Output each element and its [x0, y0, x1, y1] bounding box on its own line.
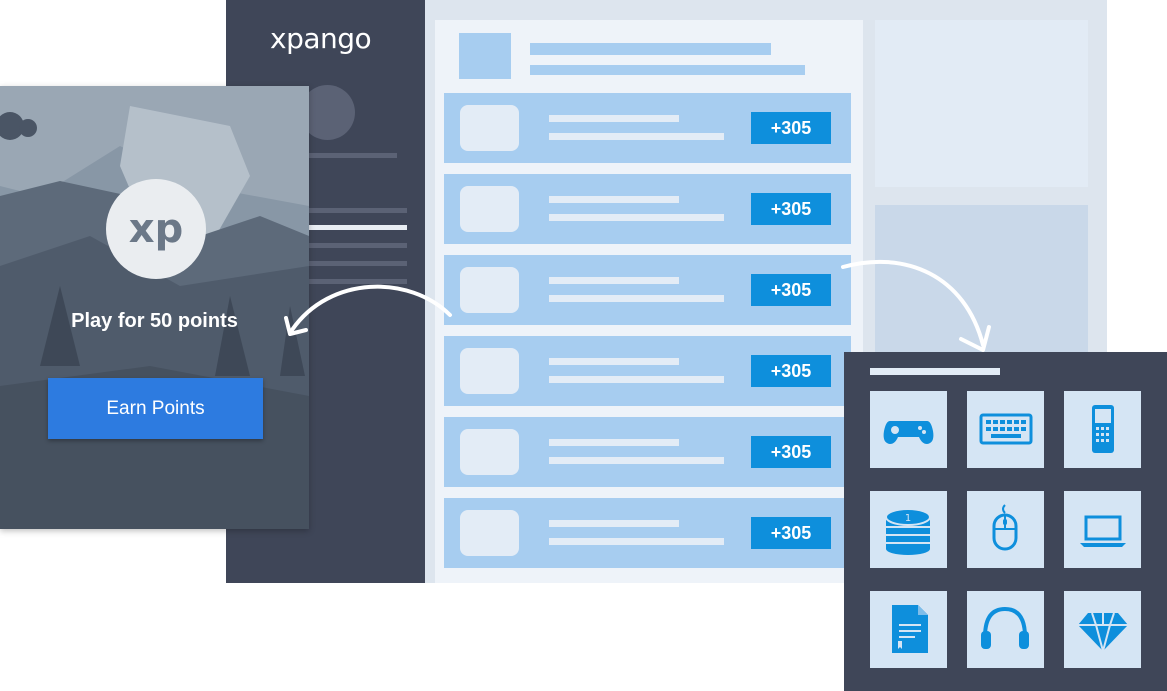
offer-desc-line	[549, 538, 724, 545]
offer-points-badge[interactable]: +305	[751, 274, 831, 306]
offer-title-line	[549, 196, 679, 203]
offer-row[interactable]: +305	[444, 174, 851, 244]
header-thumbnail	[459, 33, 511, 79]
category-tile-mouse[interactable]	[967, 491, 1044, 568]
phone-icon	[1092, 405, 1114, 453]
promo-card: xp Play for 50 points Earn Points	[0, 86, 309, 529]
category-tile-audio[interactable]	[967, 591, 1044, 668]
laptop-icon	[1080, 515, 1126, 547]
brand-logo-text: xpango	[270, 22, 372, 55]
offer-thumbnail	[460, 267, 519, 313]
offer-desc-line	[549, 376, 724, 383]
offer-row[interactable]: +305	[444, 93, 851, 163]
headphones-icon	[981, 606, 1029, 649]
offer-thumbnail	[460, 429, 519, 475]
category-panel: 1	[844, 352, 1167, 691]
offer-row[interactable]: +305	[444, 255, 851, 325]
offer-title-line	[549, 358, 679, 365]
sidebar-item-active[interactable]	[302, 225, 407, 230]
offer-thumbnail	[460, 186, 519, 232]
offer-desc-line	[549, 457, 724, 464]
category-tile-phone[interactable]	[1064, 391, 1141, 468]
promo-title: Play for 50 points	[71, 310, 238, 332]
earn-points-button[interactable]: Earn Points	[48, 378, 263, 439]
offer-desc-line	[549, 295, 724, 302]
offer-title-line	[549, 520, 679, 527]
offer-title-line	[549, 439, 679, 446]
offer-thumbnail	[460, 510, 519, 556]
category-tile-keyboard[interactable]	[967, 391, 1044, 468]
offer-row[interactable]: +305	[444, 417, 851, 487]
header-title-line	[530, 43, 771, 55]
category-title-line	[870, 368, 1000, 375]
sidebar-line	[302, 243, 407, 248]
sidebar-line	[302, 279, 407, 284]
right-placeholder-bottom	[875, 205, 1088, 355]
sidebar-line	[302, 153, 397, 158]
promo-logo-text: xp	[128, 206, 184, 252]
promo-background-art	[0, 86, 309, 529]
offer-points-badge[interactable]: +305	[751, 436, 831, 468]
category-tile-documents[interactable]	[870, 591, 947, 668]
category-tile-gaming[interactable]	[870, 391, 947, 468]
offer-row[interactable]: +305	[444, 498, 851, 568]
offer-points-badge[interactable]: +305	[751, 193, 831, 225]
mouse-icon	[992, 504, 1018, 551]
arrow-left-icon	[284, 284, 452, 336]
offer-points-badge[interactable]: +305	[751, 112, 831, 144]
right-placeholder-top	[875, 20, 1088, 187]
promo-logo: xp	[106, 179, 206, 279]
offer-points-badge[interactable]: +305	[751, 355, 831, 387]
offer-desc-line	[549, 133, 724, 140]
offer-desc-line	[549, 214, 724, 221]
category-tile-coins[interactable]: 1	[870, 491, 947, 568]
keyboard-icon	[979, 413, 1033, 445]
diamond-icon	[1078, 612, 1128, 655]
offer-points-badge[interactable]: +305	[751, 517, 831, 549]
offer-row[interactable]: +305	[444, 336, 851, 406]
sidebar-line	[302, 261, 407, 266]
avatar	[300, 85, 355, 140]
brand-logo[interactable]: xpango	[270, 22, 372, 55]
svg-text:1: 1	[905, 513, 911, 524]
offer-thumbnail	[460, 105, 519, 151]
offer-thumbnail	[460, 348, 519, 394]
offer-title-line	[549, 115, 679, 122]
category-tile-laptop[interactable]	[1064, 491, 1141, 568]
sidebar-line	[302, 208, 407, 213]
offer-title-line	[549, 277, 679, 284]
document-icon	[892, 605, 928, 653]
arrow-right-icon	[841, 259, 991, 352]
category-tile-jewelry[interactable]	[1064, 591, 1141, 668]
coins-icon: 1	[885, 508, 931, 555]
header-subtitle-line	[530, 65, 805, 75]
gamepad-icon	[883, 421, 934, 444]
